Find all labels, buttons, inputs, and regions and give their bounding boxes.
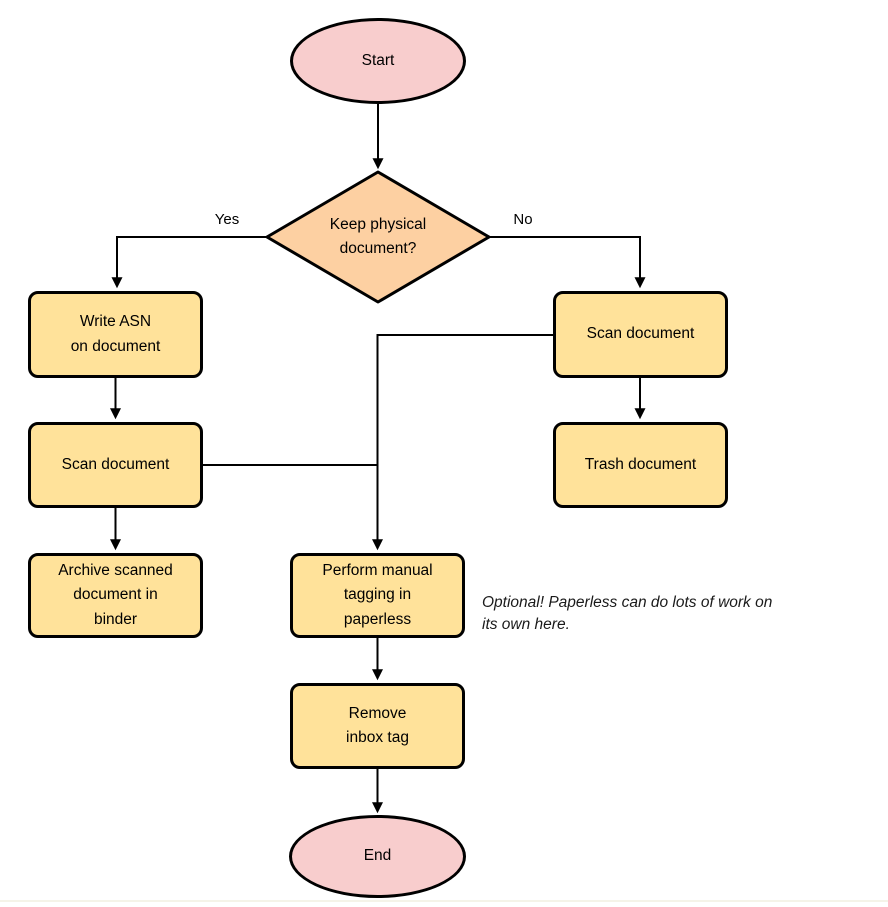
node-trash-label: Trash document bbox=[584, 455, 697, 473]
node-start-label: Start bbox=[361, 51, 395, 69]
node-end: End bbox=[289, 815, 466, 898]
node-scan-document-left: Scan document bbox=[28, 422, 203, 508]
node-write-asn-label: Write ASN on document bbox=[70, 313, 161, 355]
edge-label-yes: Yes bbox=[214, 211, 240, 228]
node-scan-left-label: Scan document bbox=[61, 455, 170, 473]
node-remove-inbox-tag: Remove inbox tag bbox=[290, 683, 465, 769]
node-decision-label: Keep physical document? bbox=[329, 215, 427, 257]
node-trash-document: Trash document bbox=[553, 422, 728, 508]
node-start: Start bbox=[290, 18, 466, 104]
edge-scanright-to-tagging bbox=[372, 334, 553, 551]
node-tagging-label: Perform manual tagging in paperless bbox=[322, 562, 433, 628]
node-decision: Keep physical document? bbox=[278, 192, 478, 282]
page-bottom-divider bbox=[0, 900, 888, 902]
node-scan-right-label: Scan document bbox=[586, 325, 695, 343]
edge-decision-no bbox=[489, 236, 646, 289]
node-end-label: End bbox=[363, 847, 392, 865]
node-scan-document-right: Scan document bbox=[553, 291, 728, 378]
node-archive-label: Archive scanned document in binder bbox=[58, 562, 173, 628]
node-remove-inbox-label: Remove inbox tag bbox=[346, 704, 409, 746]
node-write-asn: Write ASN on document bbox=[28, 291, 203, 378]
node-archive-binder: Archive scanned document in binder bbox=[28, 553, 203, 638]
optional-note: Optional! Paperless can do lots of work … bbox=[482, 594, 773, 633]
node-manual-tagging: Perform manual tagging in paperless bbox=[290, 553, 465, 638]
edge-decision-yes bbox=[111, 236, 267, 289]
edge-label-no: No bbox=[513, 211, 533, 228]
